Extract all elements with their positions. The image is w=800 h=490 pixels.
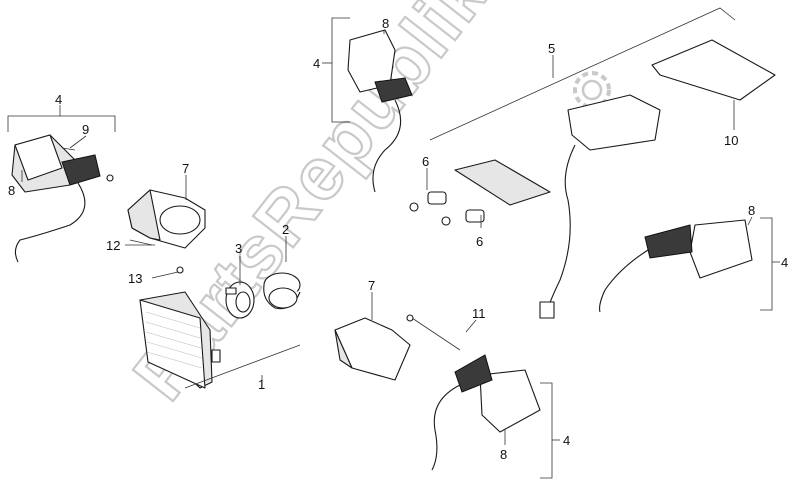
headlight-unit — [139, 291, 221, 389]
callout-4-left: 4 — [55, 92, 62, 107]
callout-8-right: 8 — [748, 203, 755, 218]
bulb-holder — [225, 281, 255, 319]
callout-5: 5 — [548, 41, 555, 56]
callout-12: 12 — [106, 238, 120, 253]
upper-indicator — [347, 29, 413, 193]
rubber-boot — [263, 272, 301, 310]
callout-1: 1 — [258, 377, 265, 392]
callout-8-upper: 8 — [382, 16, 389, 31]
bottom-indicator — [431, 354, 541, 471]
callout-8-left: 8 — [8, 183, 15, 198]
callout-7-upper: 7 — [182, 161, 189, 176]
headlight-bracket — [127, 189, 206, 249]
left-front-indicator — [11, 134, 114, 263]
callout-7-lower: 7 — [368, 278, 375, 293]
callout-4-right: 4 — [781, 255, 788, 270]
callout-13: 13 — [128, 271, 142, 286]
callout-4-bottom: 4 — [563, 433, 570, 448]
spacers-and-nuts — [129, 191, 485, 351]
callout-6-lower: 6 — [476, 234, 483, 249]
callout-3: 3 — [235, 241, 242, 256]
callout-4-upper: 4 — [313, 56, 320, 71]
callout-8-bottom: 8 — [500, 447, 507, 462]
leader-lines — [21, 30, 753, 445]
lower-bracket — [334, 317, 411, 381]
right-rear-indicator — [599, 219, 753, 313]
callout-10: 10 — [724, 133, 738, 148]
callout-11: 11 — [472, 306, 486, 321]
plate-holder — [454, 39, 776, 319]
callouts: 1 2 3 4 4 4 4 5 6 6 7 7 8 8 8 8 9 10 11 … — [8, 16, 788, 462]
assembly-brackets — [7, 7, 780, 479]
gear-icon — [573, 71, 611, 109]
callout-2: 2 — [282, 222, 289, 237]
callout-9: 9 — [82, 122, 89, 137]
callout-6-upper: 6 — [422, 154, 429, 169]
